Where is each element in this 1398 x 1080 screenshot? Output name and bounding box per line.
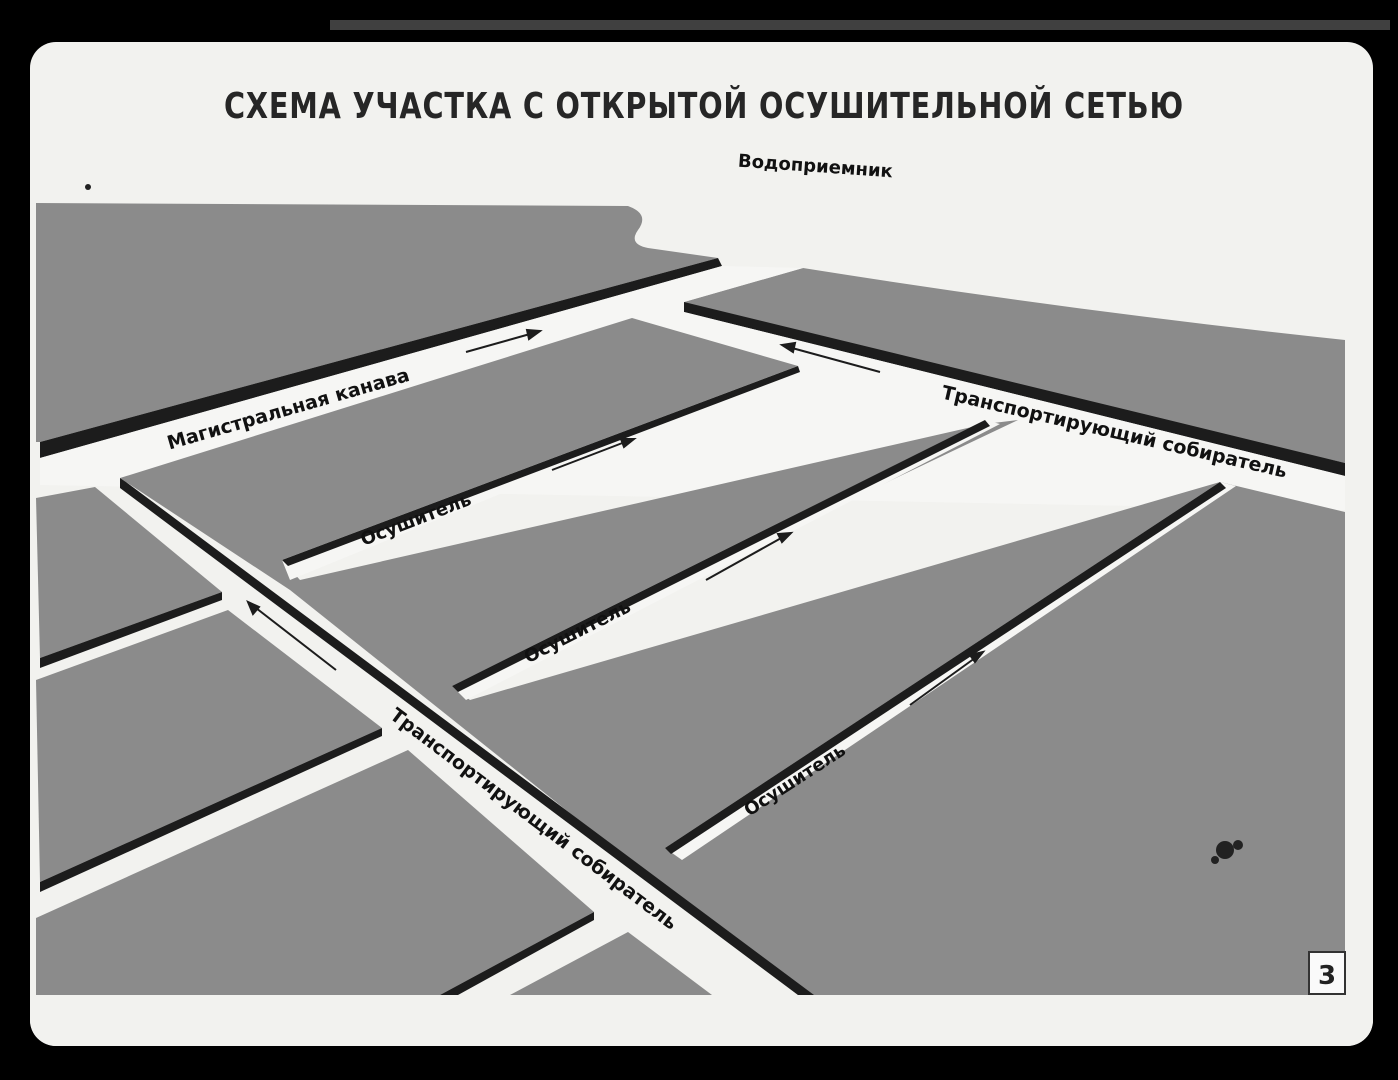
drain-1-edge [282,366,800,566]
arrow-collector-left-head [246,600,261,616]
arrow-drain-3 [909,657,976,706]
field-left-1-edge [40,592,222,668]
arrow-main-ditch-head [525,328,543,341]
drain-3-edge [665,482,1226,854]
arrow-drain-2 [705,536,784,581]
slide-title: СХЕМА УЧАСТКА С ОТКРЫТОЙ ОСУШИТЕЛЬНОЙ СЕ… [224,85,1184,127]
arrow-main-ditch [465,333,531,353]
arrow-collector-right [791,347,881,373]
flow-arrows [246,328,986,706]
bottom-margin [30,995,1373,1046]
field-left-1 [36,487,222,658]
arrow-drain-3-head [968,650,986,664]
receiver-right-edge [684,302,1345,476]
drain-2-edge [452,420,990,692]
arrow-collector-right-head [779,341,797,354]
receiver-left-bank [36,203,718,442]
drain-2-strip [452,420,1000,700]
field-central [120,318,1345,995]
field-left-3 [36,750,594,995]
collector-left-shadow [120,478,814,995]
arrow-drain-2-head [776,531,794,544]
receiver-left-edge [40,258,722,458]
arrow-drain-1 [551,441,626,471]
slide-number: 3 [1318,961,1336,991]
arrow-drain-1-head [619,438,637,449]
arrow-collector-left [255,607,337,671]
drain-3-strip [665,482,1236,860]
film-specks [85,184,1243,864]
field-left-3-edge [440,912,594,995]
slide-number-box [1308,951,1346,995]
film-edge-strip [330,20,1390,30]
field-left-2 [36,610,382,882]
receiver-right-bank [684,268,1345,463]
field-left-4 [510,932,712,995]
field-left-2-edge [40,728,382,892]
